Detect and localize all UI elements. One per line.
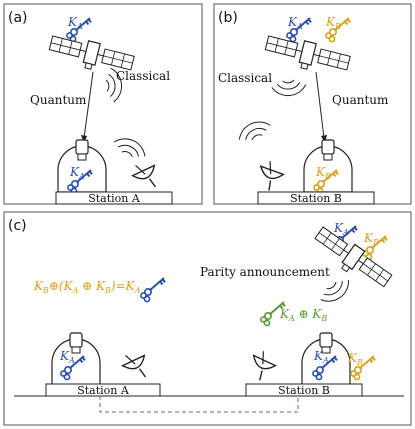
classical-label: Classical — [116, 69, 170, 83]
dish-antenna-icon — [118, 347, 154, 385]
dish-antenna-icon — [244, 347, 280, 385]
quantum-label: Quantum — [332, 93, 389, 107]
satellite-icon — [262, 31, 352, 80]
quantum-beam — [315, 71, 325, 139]
key-label: KA — [59, 349, 75, 365]
key-label: KB — [347, 351, 363, 367]
panel-c-label: (c) — [8, 218, 27, 234]
panel-c-sat-key-b: KB — [361, 231, 388, 261]
panel-b-top-key-b: KB — [324, 15, 351, 43]
station-b-base — [245, 383, 363, 397]
telescope-dome-icon — [303, 139, 353, 193]
panel-c-dome-a-key: KA — [59, 349, 86, 381]
station-b-label: Station B — [290, 192, 342, 205]
signal-arcs-icon — [271, 68, 307, 105]
panel-b-dome-key: KB — [312, 165, 339, 195]
panel-b: (b) KA KB Classical Quantum KB Station B — [213, 3, 412, 205]
xor-key-label: KA ⊕ KB — [279, 307, 327, 323]
dish-antenna-icon — [253, 158, 287, 194]
panel-c-frame — [3, 211, 412, 426]
dish-antenna-icon — [128, 157, 164, 195]
station-a-base — [45, 383, 161, 397]
xor-key: KA ⊕ KB — [259, 301, 327, 327]
panel-c-side-key-b: KB — [347, 351, 376, 381]
station-a-label: Station A — [88, 192, 141, 205]
signal-arcs-icon — [320, 275, 350, 305]
key-label: KB — [315, 165, 331, 181]
station-a-base — [55, 191, 173, 205]
telescope-dome-icon — [57, 139, 107, 193]
panel-a: (a) KA Classical Quantum KA Station A — [3, 3, 203, 205]
panel-b-top-key-a: KA — [285, 15, 312, 43]
parity-announcement-label: Parity announcement — [200, 265, 330, 279]
key-a-icon — [139, 277, 166, 303]
panel-c: (c) KA KB Parity announcement KA ⊕ KB KB… — [3, 211, 412, 426]
station-a-label: Station A — [77, 384, 130, 397]
panel-a-label: (a) — [8, 10, 28, 26]
classical-label: Classical — [218, 71, 272, 85]
signal-arcs-icon — [113, 132, 146, 166]
panel-c-sat-key-a: KA — [331, 221, 358, 251]
key-recovery-equation: KB⊕(KA ⊕ KB)=KA — [33, 277, 166, 303]
key-label: KB — [325, 15, 341, 31]
panel-c-dome-b-key: KA — [311, 349, 338, 381]
key-label: KB — [363, 231, 379, 247]
quantum-label: Quantum — [30, 93, 87, 107]
arrowhead-icon — [81, 135, 87, 143]
quantum-beam — [83, 71, 94, 139]
fiber-link — [99, 396, 299, 413]
key-label: KA — [313, 349, 329, 365]
equation-text: KB⊕(KA ⊕ KB)=KA — [33, 279, 141, 295]
key-label: KA — [69, 165, 85, 181]
station-b-base — [257, 191, 375, 205]
key-label: KA — [333, 221, 349, 237]
signal-arcs-icon — [238, 115, 271, 149]
panel-a-top-key: KA — [65, 15, 92, 43]
panel-a-dome-key: KA — [66, 165, 93, 195]
satellite-icon — [309, 223, 395, 295]
panel-b-label: (b) — [218, 10, 238, 26]
station-b-label: Station B — [278, 384, 330, 397]
